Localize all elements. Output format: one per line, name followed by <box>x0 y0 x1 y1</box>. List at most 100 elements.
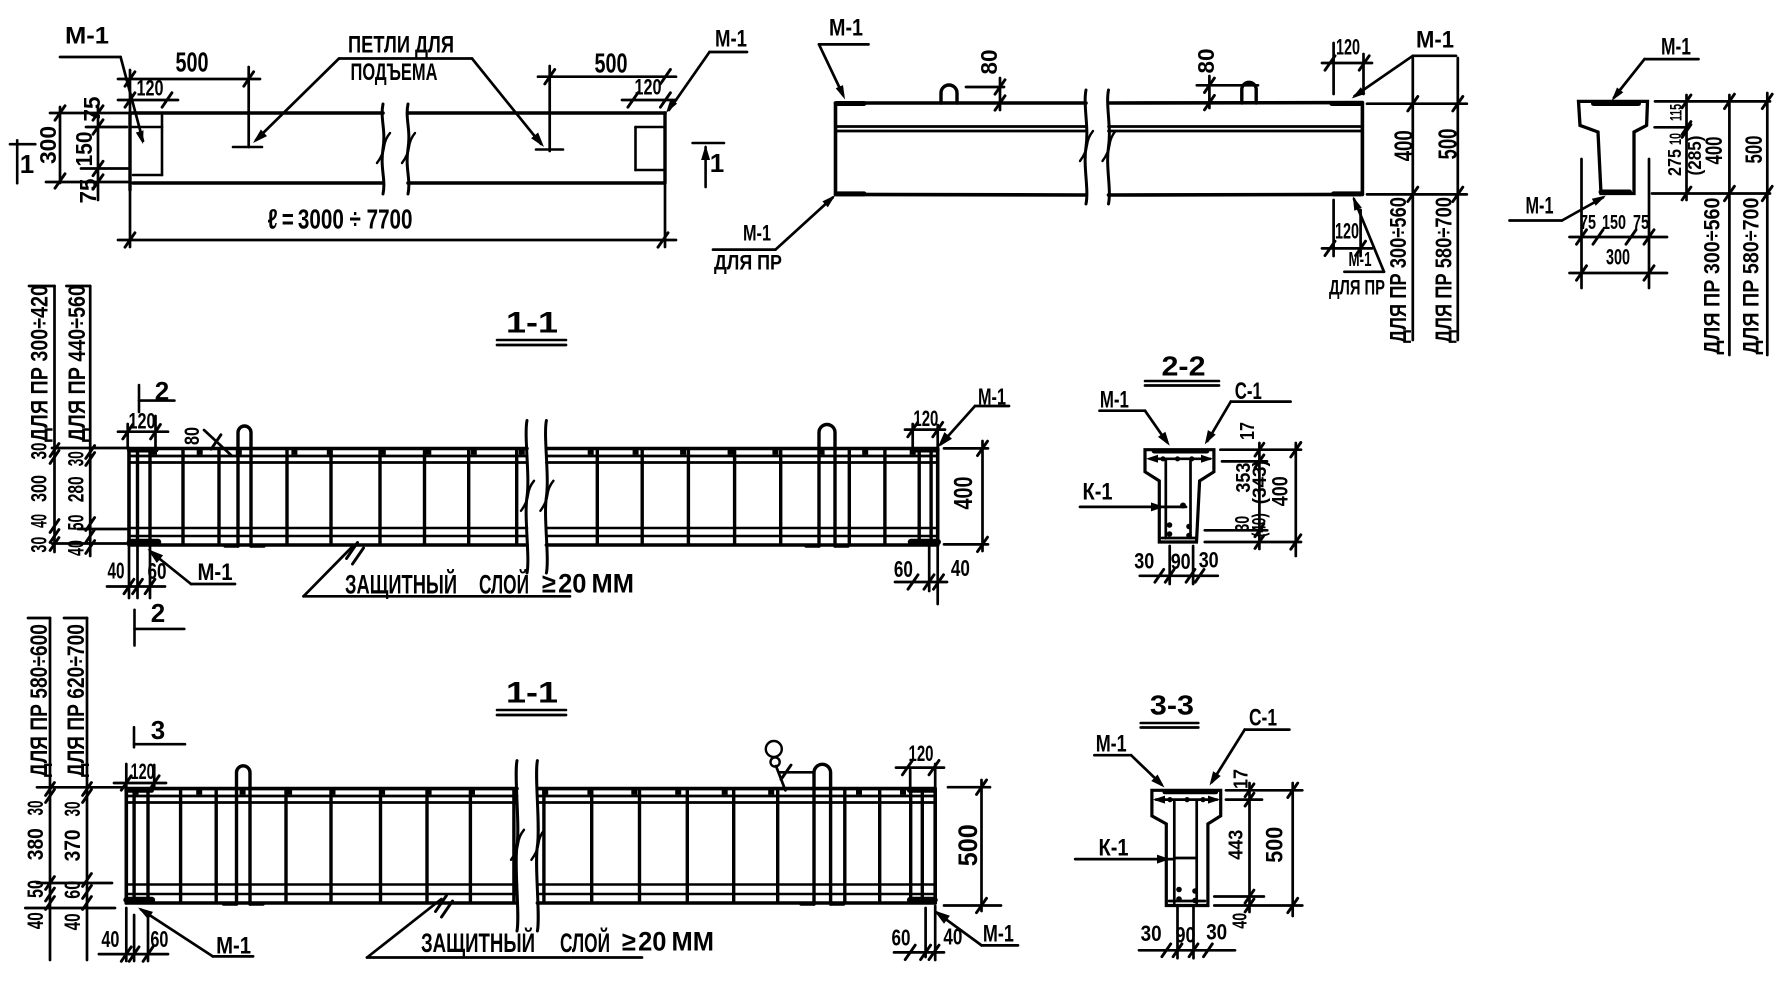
svg-text:90: 90 <box>1176 923 1196 948</box>
svg-text:500: 500 <box>595 48 628 79</box>
svg-text:1: 1 <box>710 148 724 178</box>
svg-text:120: 120 <box>1335 219 1359 244</box>
svg-text:40: 40 <box>108 558 125 584</box>
svg-text:150: 150 <box>1602 212 1626 234</box>
svg-text:М-1: М-1 <box>1349 249 1372 271</box>
svg-text:75: 75 <box>75 178 101 203</box>
svg-text:30: 30 <box>23 801 48 816</box>
svg-text:30: 30 <box>26 443 51 460</box>
svg-text:75: 75 <box>1580 212 1596 234</box>
svg-text:60: 60 <box>894 556 913 582</box>
svg-text:СЛОЙ: СЛОЙ <box>479 569 529 600</box>
svg-text:75: 75 <box>1633 212 1649 234</box>
svg-text:150: 150 <box>71 132 97 167</box>
svg-text:10: 10 <box>1666 133 1685 145</box>
svg-text:М-1: М-1 <box>983 920 1014 947</box>
svg-text:ЗАЩИТНЫЙ: ЗАЩИТНЫЙ <box>421 927 535 958</box>
svg-text:60: 60 <box>150 926 168 952</box>
svg-text:ℓ = 3000 ÷ 7700: ℓ = 3000 ÷ 7700 <box>268 204 413 235</box>
svg-text:80: 80 <box>181 427 204 445</box>
svg-text:17: 17 <box>1237 422 1259 440</box>
svg-text:30: 30 <box>60 802 85 817</box>
svg-text:30: 30 <box>1206 920 1227 945</box>
svg-text:ПЕТЛИ ДЛЯ: ПЕТЛИ ДЛЯ <box>348 32 454 59</box>
svg-text:120: 120 <box>635 75 662 100</box>
svg-text:115: 115 <box>1667 104 1686 121</box>
svg-text:≥ 20 ММ: ≥ 20 ММ <box>622 927 714 957</box>
svg-text:40: 40 <box>26 514 51 528</box>
svg-text:1: 1 <box>20 149 34 179</box>
svg-text:40: 40 <box>951 555 970 581</box>
svg-text:ЗАЩИТНЫЙ: ЗАЩИТНЫЙ <box>345 569 457 600</box>
svg-text:40: 40 <box>1230 913 1252 929</box>
svg-text:М-1: М-1 <box>65 23 109 50</box>
svg-text:443: 443 <box>1226 830 1248 860</box>
svg-text:75: 75 <box>79 96 105 121</box>
svg-text:1-1: 1-1 <box>506 307 558 340</box>
svg-text:300: 300 <box>26 475 51 502</box>
svg-text:ДЛЯ ПР: ДЛЯ ПР <box>1329 277 1385 300</box>
svg-text:400: 400 <box>1388 130 1418 161</box>
svg-text:ДЛЯ ПР 300÷420: ДЛЯ ПР 300÷420 <box>27 285 54 442</box>
svg-text:С-1: С-1 <box>1249 705 1277 732</box>
svg-text:500: 500 <box>1433 129 1463 160</box>
svg-text:30: 30 <box>26 537 51 553</box>
svg-text:120: 120 <box>913 406 938 431</box>
svg-text:ДЛЯ ПР 440÷560: ДЛЯ ПР 440÷560 <box>64 285 91 442</box>
svg-text:60: 60 <box>148 558 167 584</box>
svg-text:30: 30 <box>1134 549 1154 574</box>
svg-text:60: 60 <box>892 925 911 951</box>
svg-text:30: 30 <box>1199 548 1219 573</box>
svg-text:М-1: М-1 <box>1096 731 1127 758</box>
svg-text:400: 400 <box>948 477 978 510</box>
svg-text:ДЛЯ ПР 580÷600: ДЛЯ ПР 580÷600 <box>26 624 53 777</box>
svg-text:≥ 20 ММ: ≥ 20 ММ <box>542 569 634 599</box>
svg-text:2: 2 <box>151 598 165 628</box>
svg-text:30: 30 <box>64 451 89 466</box>
svg-text:ДЛЯ ПР 580÷700: ДЛЯ ПР 580÷700 <box>1431 197 1457 343</box>
svg-text:(40): (40) <box>1250 513 1271 537</box>
svg-text:ДЛЯ ПР 300÷560: ДЛЯ ПР 300÷560 <box>1385 197 1411 343</box>
svg-text:30: 30 <box>1141 921 1162 946</box>
svg-text:М-1: М-1 <box>829 15 863 42</box>
svg-text:370: 370 <box>60 829 85 861</box>
svg-text:2: 2 <box>155 376 169 406</box>
svg-text:500: 500 <box>176 47 209 78</box>
svg-text:120: 120 <box>1336 35 1360 60</box>
svg-text:500: 500 <box>953 824 983 866</box>
svg-text:300: 300 <box>35 126 61 164</box>
svg-text:ДЛЯ ПР 300÷560: ДЛЯ ПР 300÷560 <box>1700 198 1725 355</box>
svg-text:80: 80 <box>1193 49 1219 74</box>
svg-text:400: 400 <box>1268 476 1293 506</box>
svg-text:М-1: М-1 <box>715 26 747 53</box>
svg-text:120: 120 <box>129 409 156 434</box>
svg-text:ДЛЯ ПР 620÷700: ДЛЯ ПР 620÷700 <box>63 624 90 777</box>
svg-text:ДЛЯ ПР: ДЛЯ ПР <box>714 252 782 275</box>
svg-text:М-1: М-1 <box>1416 27 1454 54</box>
svg-text:3: 3 <box>151 715 165 745</box>
svg-text:400: 400 <box>1701 137 1728 165</box>
svg-text:380: 380 <box>23 828 48 860</box>
svg-text:280: 280 <box>64 476 89 502</box>
svg-text:40: 40 <box>101 926 119 952</box>
svg-text:300: 300 <box>1606 245 1630 270</box>
svg-text:120: 120 <box>131 759 155 784</box>
svg-text:СЛОЙ: СЛОЙ <box>560 927 610 958</box>
svg-text:ДЛЯ ПР 580÷700: ДЛЯ ПР 580÷700 <box>1739 198 1764 355</box>
svg-text:2-2: 2-2 <box>1162 351 1206 382</box>
svg-text:80: 80 <box>976 50 1002 75</box>
svg-text:М-1: М-1 <box>1526 193 1554 220</box>
svg-text:120: 120 <box>137 76 164 101</box>
svg-text:40: 40 <box>60 913 85 930</box>
svg-text:К-1: К-1 <box>1099 835 1129 862</box>
svg-text:500: 500 <box>1741 136 1768 164</box>
svg-text:40: 40 <box>23 912 48 929</box>
svg-text:ПОДЪЕМА: ПОДЪЕМА <box>351 59 438 86</box>
svg-text:3-3: 3-3 <box>1150 690 1194 721</box>
svg-text:500: 500 <box>1262 827 1289 863</box>
svg-text:40: 40 <box>943 923 962 949</box>
svg-text:М-1: М-1 <box>198 559 233 586</box>
svg-text:275: 275 <box>1665 149 1685 176</box>
svg-text:К-1: К-1 <box>1083 479 1113 506</box>
svg-text:М-1: М-1 <box>1661 34 1691 61</box>
